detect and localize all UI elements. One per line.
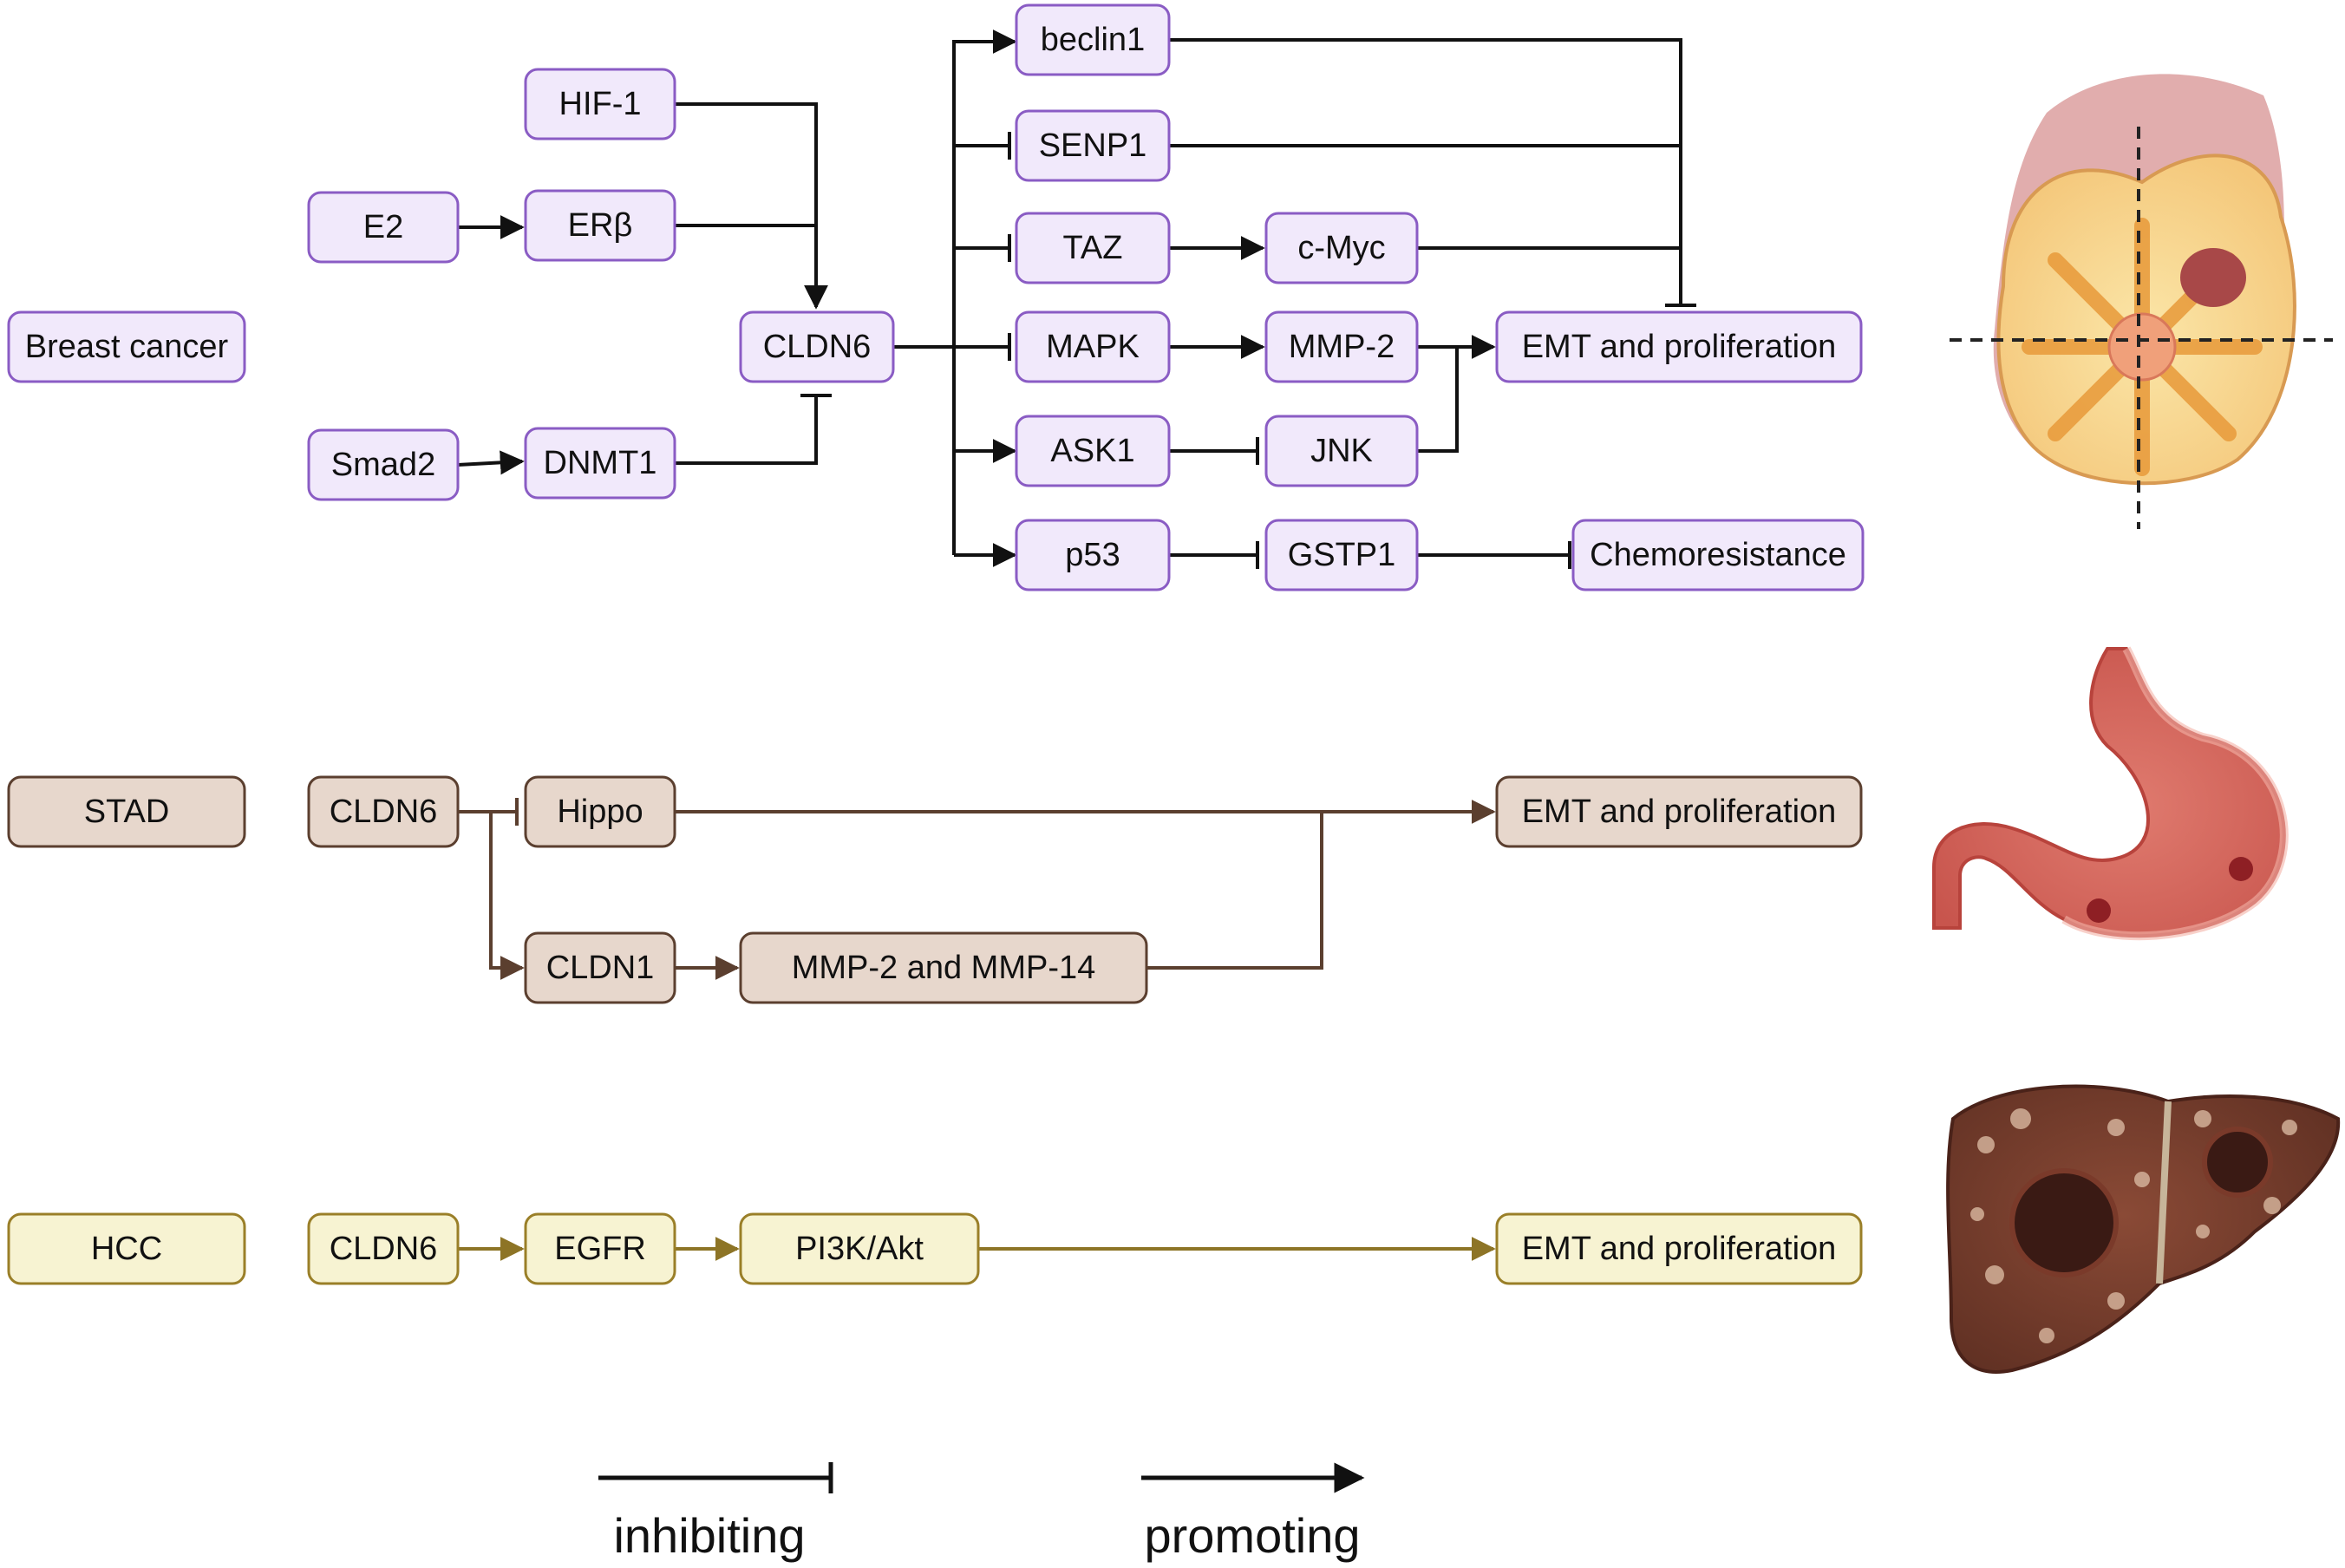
label-dnmt1: DNMT1 bbox=[544, 445, 657, 481]
node-mapk bbox=[1015, 310, 1171, 383]
legend-inhibiting-label: inhibiting bbox=[613, 1508, 805, 1563]
label-emt-hcc: EMT and proliferation bbox=[1522, 1231, 1837, 1267]
node-pi3k bbox=[739, 1212, 980, 1285]
label-emt-breast: EMT and proliferation bbox=[1522, 329, 1837, 365]
edge-jnk-join bbox=[1417, 347, 1459, 453]
node-mmp2 bbox=[1264, 310, 1419, 383]
label-beclin1: beclin1 bbox=[1041, 22, 1145, 58]
label-stad: STAD bbox=[84, 794, 170, 830]
label-hcc: HCC bbox=[91, 1231, 162, 1267]
label-e2: E2 bbox=[363, 209, 403, 245]
node-egfr bbox=[524, 1212, 676, 1285]
node-mmp-2-14 bbox=[739, 931, 1148, 1004]
stad-nodes bbox=[7, 775, 1863, 1004]
label-cldn6: CLDN6 bbox=[763, 329, 872, 365]
label-senp1: SENP1 bbox=[1039, 127, 1147, 164]
edge-dnmt1-cldn6 bbox=[675, 397, 818, 465]
label-pi3k: PI3K/Akt bbox=[795, 1231, 924, 1267]
label-mapk: MAPK bbox=[1046, 329, 1140, 365]
node-smad2 bbox=[307, 428, 460, 501]
label-gstp1: GSTP1 bbox=[1288, 537, 1396, 573]
edge-smad2-dnmt1 bbox=[457, 450, 525, 475]
node-cldn6 bbox=[739, 310, 895, 383]
label-egfr: EGFR bbox=[554, 1231, 646, 1267]
node-e2 bbox=[307, 191, 460, 264]
breast-tumor-illustration bbox=[1950, 74, 2333, 529]
node-stad bbox=[7, 775, 246, 848]
label-chemo: Chemoresistance bbox=[1590, 537, 1846, 573]
label-stad-cldn6: CLDN6 bbox=[330, 794, 438, 830]
node-jnk bbox=[1264, 415, 1419, 487]
edge-mmp-emt bbox=[1146, 812, 1323, 970]
node-labels: Breast cancer HIF-1 E2 ERβ Smad2 DNMT1 C… bbox=[25, 22, 1846, 1267]
node-taz bbox=[1015, 212, 1171, 284]
label-hif1: HIF-1 bbox=[559, 86, 642, 122]
node-emt-hcc bbox=[1495, 1212, 1863, 1285]
node-beclin1 bbox=[1015, 3, 1171, 76]
stad-connectors bbox=[458, 798, 1496, 980]
node-breast-cancer bbox=[7, 310, 246, 383]
hcc-nodes bbox=[7, 1212, 1863, 1285]
node-gstp1 bbox=[1264, 519, 1419, 591]
liver-tumor-illustration bbox=[1946, 1084, 2341, 1374]
node-cmyc bbox=[1264, 212, 1419, 284]
node-chemo bbox=[1571, 519, 1865, 591]
label-hippo: Hippo bbox=[557, 794, 643, 830]
breast-nodes bbox=[7, 3, 1865, 591]
node-senp1 bbox=[1015, 109, 1171, 182]
label-cldn1: CLDN1 bbox=[546, 950, 655, 986]
legend: inhibiting promoting bbox=[598, 1462, 1365, 1563]
node-emt-breast bbox=[1495, 310, 1863, 383]
node-hcc-cldn6 bbox=[307, 1212, 460, 1285]
node-p53 bbox=[1015, 519, 1171, 591]
breast-connectors bbox=[457, 29, 1696, 569]
label-cmyc: c-Myc bbox=[1297, 230, 1385, 266]
node-ask1 bbox=[1015, 415, 1171, 487]
node-erb bbox=[524, 189, 676, 262]
node-hif1 bbox=[524, 68, 676, 140]
legend-promoting-label: promoting bbox=[1144, 1508, 1360, 1563]
label-smad2: Smad2 bbox=[331, 447, 435, 483]
node-stad-cldn6 bbox=[307, 775, 460, 848]
label-p53: p53 bbox=[1065, 537, 1120, 573]
node-cldn1 bbox=[524, 931, 676, 1004]
edge-cldn6-cldn1 bbox=[489, 812, 525, 980]
edge-beclin1-emt bbox=[1169, 38, 1682, 304]
label-hcc-cldn6: CLDN6 bbox=[330, 1231, 438, 1267]
node-dnmt1 bbox=[524, 427, 676, 500]
label-breast-cancer: Breast cancer bbox=[25, 329, 229, 365]
label-mmp2: MMP-2 bbox=[1289, 329, 1395, 365]
stomach-ulcer-illustration bbox=[1932, 646, 2289, 941]
edge-hif1-cldn6 bbox=[675, 102, 828, 310]
label-emt-stad: EMT and proliferation bbox=[1522, 794, 1837, 830]
label-ask1: ASK1 bbox=[1050, 433, 1134, 469]
label-mmp-2-14: MMP-2 and MMP-14 bbox=[792, 950, 1096, 986]
label-erb: ERβ bbox=[568, 207, 633, 244]
node-hippo bbox=[524, 775, 676, 848]
node-hcc bbox=[7, 1212, 246, 1285]
node-emt-stad bbox=[1495, 775, 1863, 848]
label-jnk: JNK bbox=[1310, 433, 1373, 469]
label-taz: TAZ bbox=[1063, 230, 1123, 266]
